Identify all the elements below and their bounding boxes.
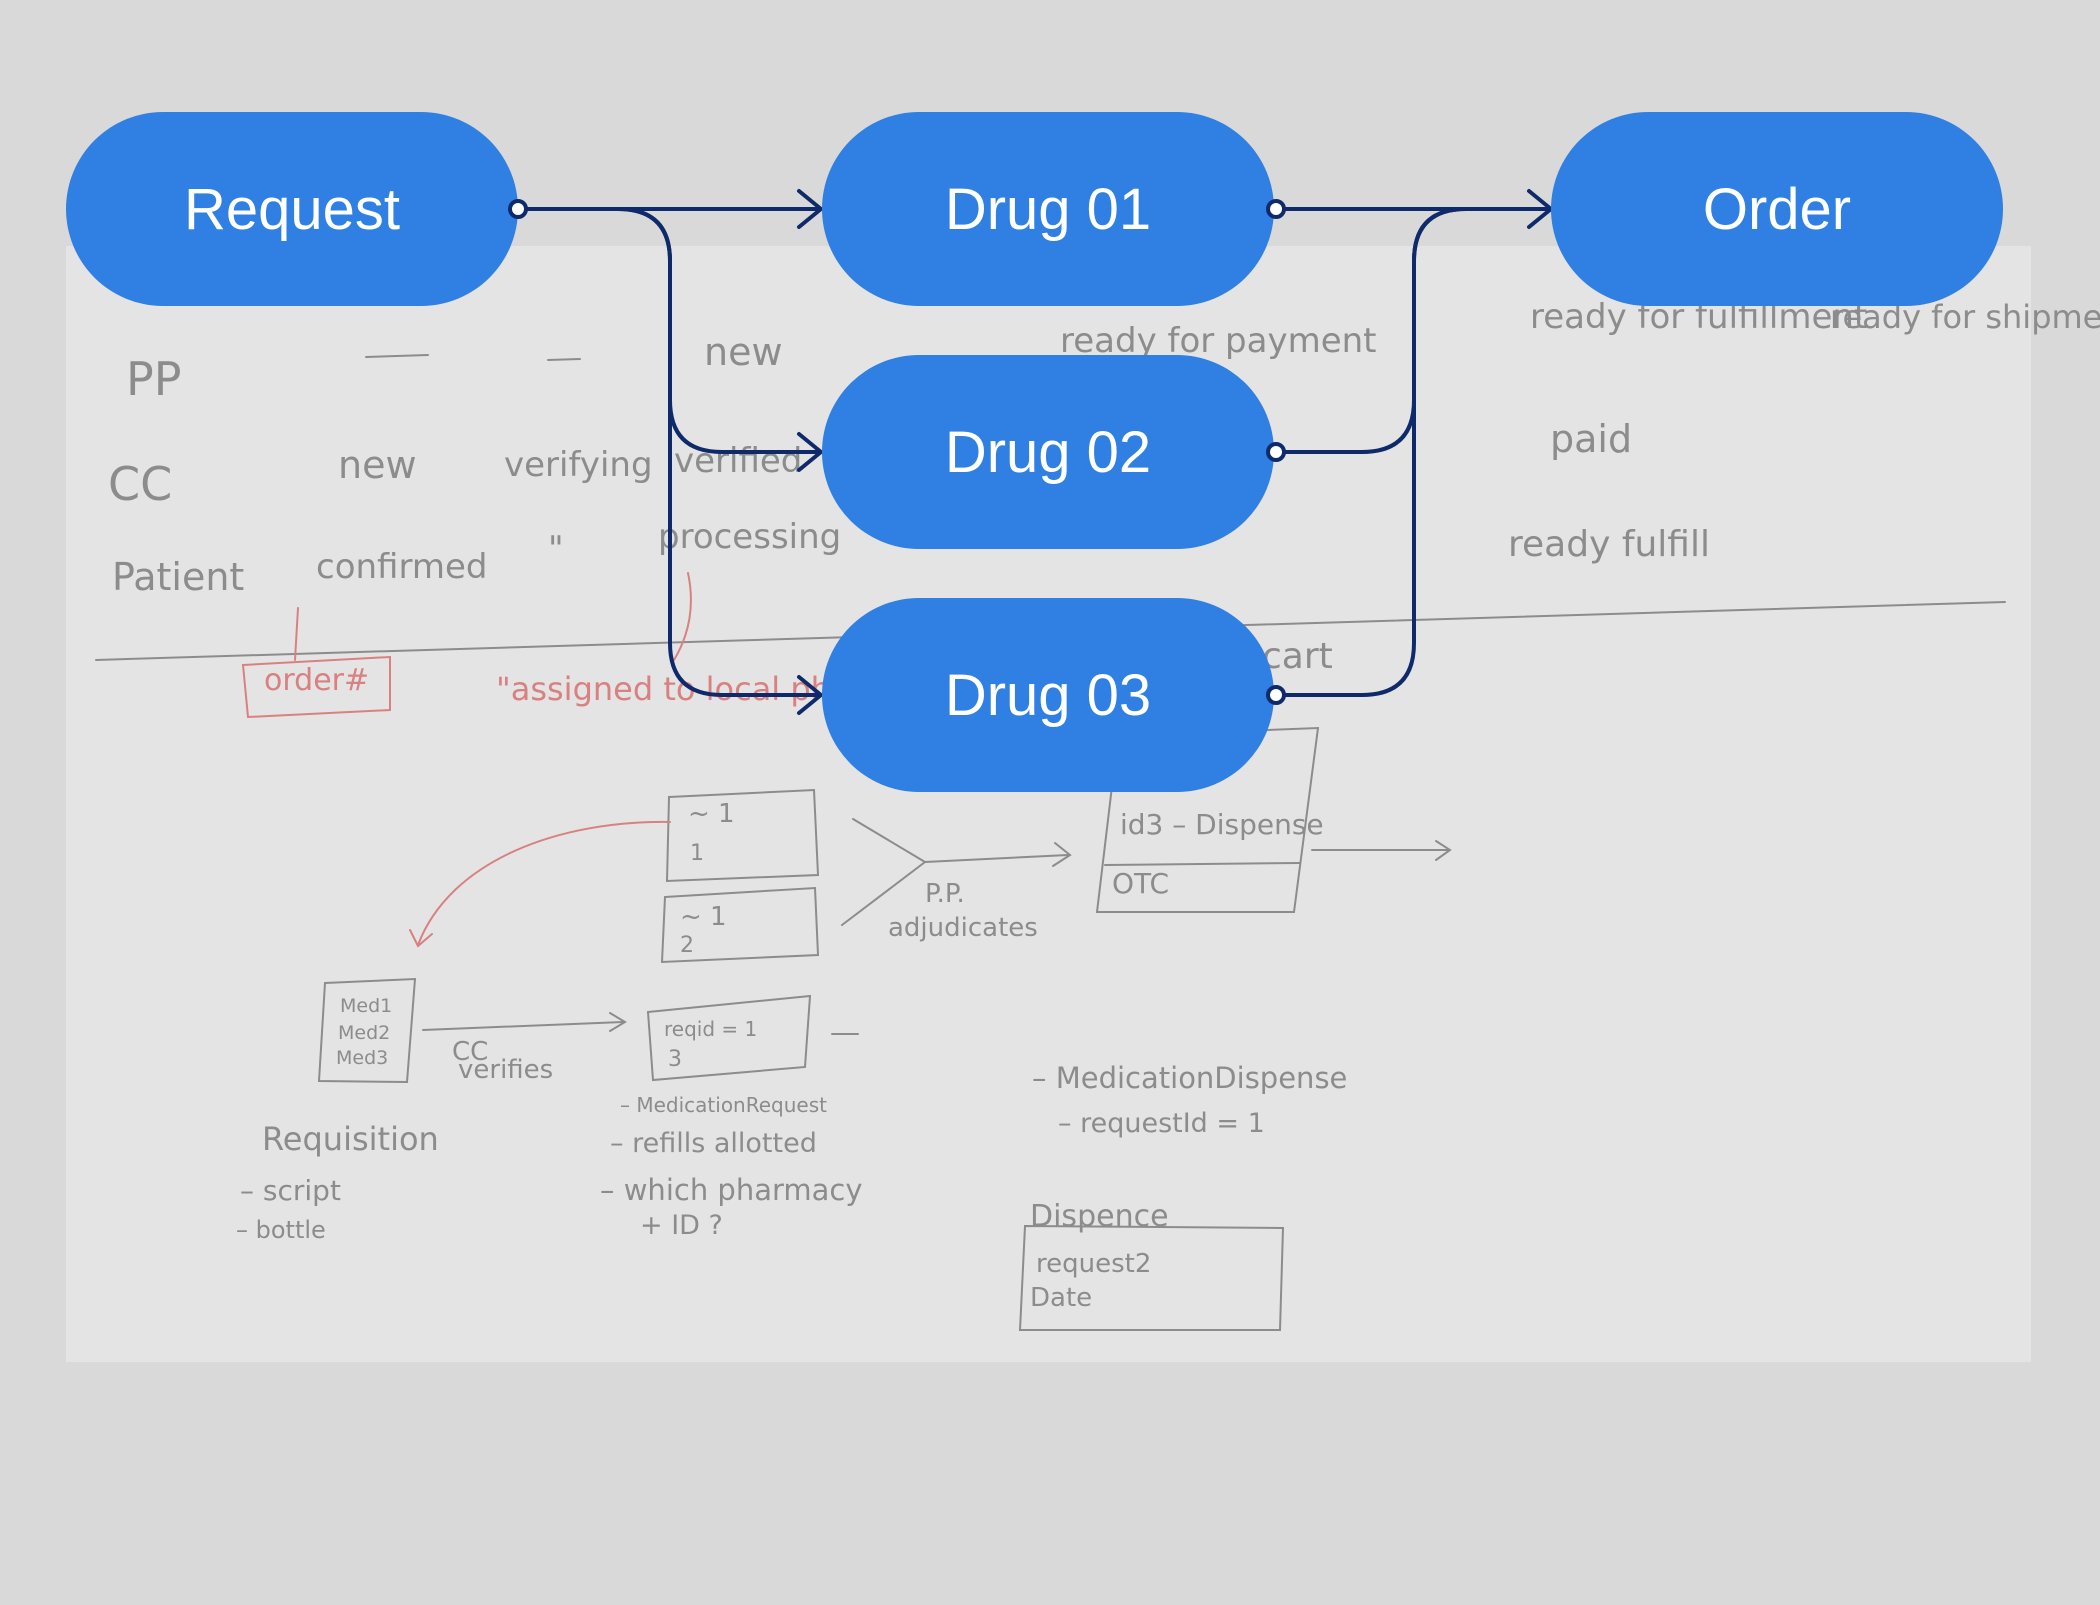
dispence-title: Dispence: [1030, 1199, 1169, 1234]
dispense-box-otc: OTC: [1112, 867, 1169, 900]
meds-box: [317, 977, 417, 1084]
note-patient-ditto: ": [548, 529, 564, 569]
curved-arrowhead: [409, 929, 433, 948]
requisition-bottle: – bottle: [236, 1216, 326, 1244]
assigned-pointer: [673, 572, 692, 661]
dash-mark: [365, 354, 429, 358]
row-label-cc: CC: [108, 457, 172, 511]
verifies-arrow-line: [422, 1021, 624, 1031]
medication-request: – MedicationRequest: [620, 1093, 827, 1117]
pp-adjudicates-2: adjudicates: [888, 913, 1038, 943]
meds-3: Med3: [336, 1047, 388, 1069]
order-number-pointer: [294, 607, 299, 661]
arrowhead-drug-03: [797, 675, 823, 715]
sketch-box-b-text-2: 2: [680, 933, 694, 958]
verifies-arrowhead: [609, 1012, 627, 1032]
dispence-box-line-2: Date: [1030, 1283, 1092, 1313]
dispence-box: [1018, 1224, 1285, 1331]
arrowhead-drug-01: [797, 189, 823, 229]
node-drug-01[interactable]: Drug 01: [822, 112, 1274, 306]
sketch-box-a-text-2: 1: [690, 841, 704, 866]
sketch-box-a: [665, 788, 820, 883]
which-pharmacy: – which pharmacy: [600, 1173, 863, 1207]
row-label-pp: PP: [126, 352, 181, 406]
note-patient-confirmed: confirmed: [316, 547, 487, 587]
note-pp-new: new: [704, 330, 783, 374]
note-paid: paid: [1550, 417, 1632, 461]
sketch-box-b: [660, 886, 820, 964]
requisition-script: – script: [240, 1174, 341, 1207]
dash-mark: [547, 358, 581, 361]
note-ready-for-payment: ready for payment: [1060, 321, 1377, 361]
sketch-box-a-text-1: ~ 1: [688, 799, 735, 829]
requisition: Requisition: [262, 1120, 439, 1158]
note-cc-new: new: [338, 443, 417, 487]
cc-verifies-1: CC: [452, 1037, 488, 1067]
row-label-patient: Patient: [112, 555, 244, 599]
note-order-number: order#: [264, 663, 369, 698]
merge-arrowhead: [1052, 842, 1072, 867]
sketch-box-b-text-1: ~ 1: [680, 902, 727, 932]
merge-arrow-line: [924, 854, 1069, 863]
edge-request-drug-03: [516, 207, 820, 697]
dispence-box-line-1: request2: [1036, 1249, 1151, 1279]
edge-drug-03-order: [1274, 207, 1550, 697]
medication-dispense: – MedicationDispense: [1032, 1061, 1347, 1095]
arrowhead-drug-02: [797, 432, 823, 472]
note-cc-verifying: verifying: [504, 445, 653, 485]
dispense-out-arrowhead: [1435, 840, 1452, 861]
node-drug-02[interactable]: Drug 02: [822, 355, 1274, 549]
note-ready-fulfill: ready fulfill: [1508, 524, 1710, 565]
meds-2: Med2: [338, 1022, 390, 1044]
dispense-box-line-3: id3 – Dispense: [1120, 808, 1324, 841]
node-drug-03[interactable]: Drug 03: [822, 598, 1274, 792]
node-request[interactable]: Request: [66, 112, 518, 306]
refills-allotted: – refills allotted: [610, 1128, 817, 1159]
meds-1: Med1: [340, 995, 392, 1017]
node-order[interactable]: Order: [1551, 112, 2003, 306]
reqid-2: 3: [668, 1047, 682, 1072]
curved-arrow-line: [417, 820, 671, 946]
pp-adjudicates-1: P.P.: [925, 879, 965, 909]
reqid-box: [646, 994, 812, 1082]
reqid-1: reqid = 1: [664, 1017, 757, 1041]
request-id: – requestId = 1: [1058, 1108, 1265, 1139]
note-cart: cart: [1262, 636, 1333, 677]
note-patient-processing: processing: [658, 517, 841, 557]
order-number-box: [241, 655, 391, 719]
plus-id: + ID ?: [640, 1210, 723, 1241]
cc-verifies-2: verifies: [458, 1055, 553, 1085]
dispense-box-divider: [1104, 862, 1301, 866]
